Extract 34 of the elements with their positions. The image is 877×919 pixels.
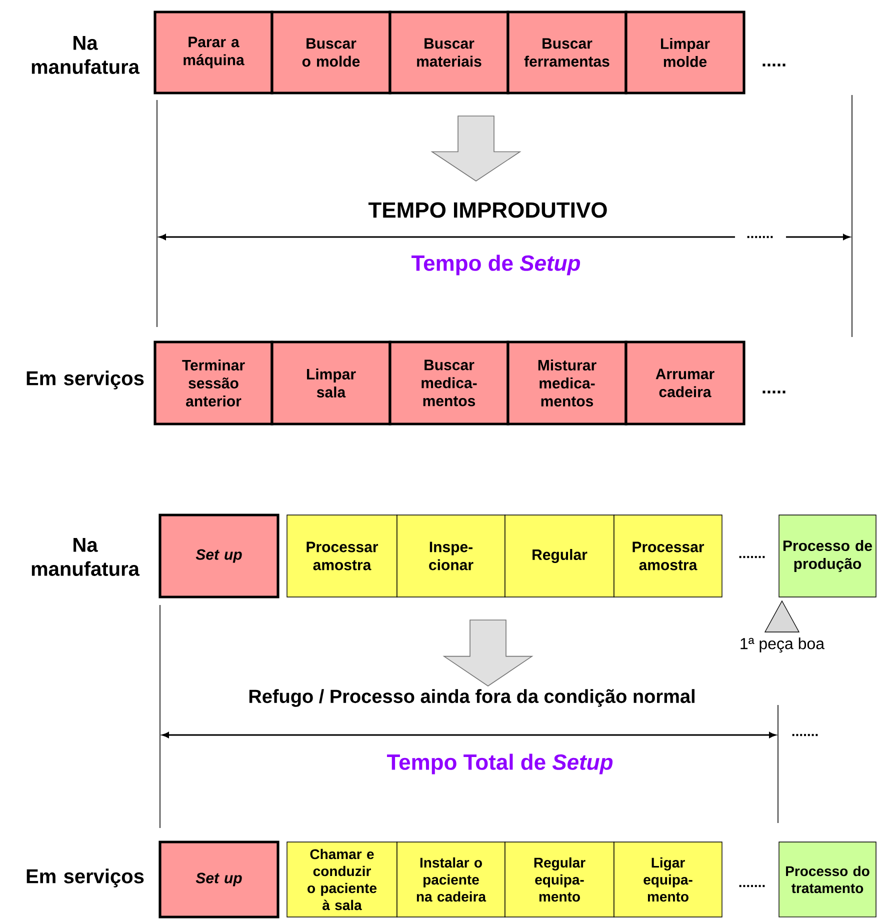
process-box: Buscar medica- mentos <box>388 340 510 426</box>
process-box: Chamar e conduzir o paciente à sala <box>286 842 398 918</box>
process-box: Limpar sala <box>270 340 392 426</box>
heading: Refugo / Processo ainda fora da condição normal <box>249 689 694 707</box>
ellipsis: ....... <box>747 236 773 238</box>
process-box: Misturar medica- mentos <box>506 340 628 426</box>
process-box: Instalar o paciente na cadeira <box>396 842 506 918</box>
ellipsis: ....... <box>792 734 818 736</box>
process-box: Buscar ferramentas <box>506 10 628 94</box>
ellipsis: ..... <box>762 64 786 66</box>
process-box: Set up <box>158 840 280 918</box>
process-box: Processar amostra <box>614 514 722 598</box>
dimension-label: Tempo de Setup <box>412 254 580 276</box>
process-box: Set up <box>158 514 280 598</box>
process-box: Parar a máquina <box>154 10 274 94</box>
process-box: Regular <box>504 514 614 598</box>
process-box: Processo de produção <box>778 514 876 598</box>
ellipsis: ..... <box>762 390 786 394</box>
row-label: Na manufatura <box>32 538 140 576</box>
process-box: Ligar equipa- mento <box>614 842 722 918</box>
process-box: Buscar materiais <box>388 10 510 94</box>
process-box: Inspe- cionar <box>396 514 506 598</box>
process-box: Processo do tratamento <box>778 842 876 918</box>
process-box: Buscar o molde <box>270 10 392 94</box>
ellipsis: ....... <box>739 884 765 888</box>
process-box: Regular equipa- mento <box>504 842 614 918</box>
process-box: Limpar molde <box>624 10 746 94</box>
ellipsis: ....... <box>739 556 765 558</box>
heading: TEMPO IMPRODUTIVO <box>368 202 607 218</box>
process-box: Processar amostra <box>286 514 398 598</box>
process-box: Arrumar cadeira <box>624 340 746 426</box>
marker-label: 1ª peça boa <box>740 638 825 652</box>
dimension-label: Tempo Total de Setup <box>387 754 613 774</box>
process-box: Terminar sessão anterior <box>154 340 274 426</box>
